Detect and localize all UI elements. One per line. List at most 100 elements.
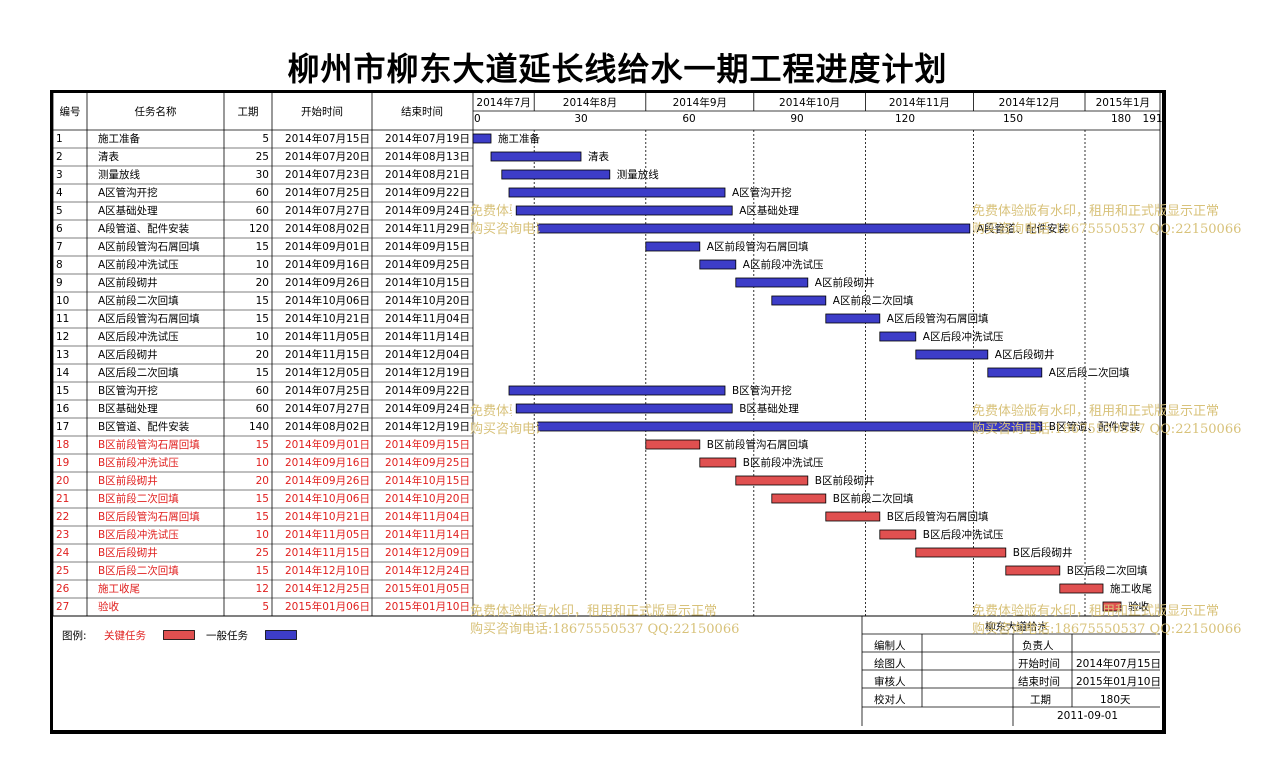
task-bar-label: B区后段砌井 [1012, 547, 1073, 559]
task-id: 8 [56, 259, 63, 271]
task-start: 2014年08月02日 [285, 223, 370, 235]
task-bar-label: B区基础处理 [739, 403, 799, 415]
task-bar-label: 验收 [1128, 601, 1149, 613]
task-bar-label: A区后段二次回填 [1048, 367, 1130, 379]
task-start: 2014年10月06日 [285, 493, 370, 505]
task-end: 2014年09月25日 [385, 457, 470, 469]
month-label: 2014年10月 [779, 97, 841, 109]
task-bar-label: A区前段管沟石屑回填 [706, 241, 809, 253]
watermark-line1: 免费体验版有水印，租用和正式版显示正常 [470, 604, 718, 619]
watermark-line2: 购买咨询电话:18675550537 QQ:22150066 [972, 422, 1242, 437]
task-id: 6 [56, 223, 63, 235]
task-end: 2015年01月10日 [385, 601, 470, 613]
task-id: 7 [56, 241, 63, 253]
task-name: A区后段砌井 [98, 349, 158, 361]
task-bar-label: A段管道、配件安装 [976, 223, 1068, 235]
header-duration: 工期 [237, 106, 259, 118]
task-name: B区后段冲洗试压 [98, 529, 179, 541]
task-start: 2014年09月16日 [285, 259, 370, 271]
editor-label: 编制人 [874, 640, 906, 652]
task-end: 2014年12月09日 [385, 547, 470, 559]
task-name: 验收 [98, 601, 119, 613]
day-tick-label: 90 [790, 113, 804, 125]
task-bar-label: B区后段二次回填 [1066, 565, 1148, 577]
normal-task-bar [515, 403, 733, 414]
critical-task-bar [771, 493, 827, 504]
normal-task-bar [879, 331, 917, 342]
task-id: 20 [56, 475, 70, 487]
critical-task-bar [645, 439, 701, 450]
day-tick-label: 150 [1002, 113, 1024, 125]
task-bar-label: A区后段管沟石屑回填 [886, 313, 989, 325]
task-start: 2014年09月26日 [285, 277, 370, 289]
header-end: 结束时间 [401, 106, 443, 118]
critical-task-bar [699, 457, 737, 468]
task-name: B区后段砌井 [98, 547, 158, 559]
month-label: 2015年1月 [1095, 97, 1150, 109]
task-bar-label: A区前段砌井 [814, 277, 875, 289]
task-id: 19 [56, 457, 70, 469]
task-id: 13 [56, 349, 70, 361]
task-duration: 15 [255, 493, 269, 505]
day-tick-label: 180 [1110, 113, 1132, 125]
task-duration: 15 [255, 565, 269, 577]
task-duration: 10 [255, 259, 269, 271]
task-end: 2014年09月15日 [385, 241, 470, 253]
reviewer-label: 审核人 [874, 676, 906, 688]
task-duration: 10 [255, 529, 269, 541]
normal-task-bar [508, 385, 726, 396]
watermark-line1: 免费体验版有水印，租用和正式版显示正常 [972, 604, 1220, 619]
day-tick-label: 0 [474, 113, 481, 125]
task-name: 清表 [98, 151, 119, 163]
normal-task-bar [490, 151, 582, 162]
watermark-line2: 购买咨询电话:18675550537 QQ:22150066 [470, 622, 740, 637]
task-bar-label: A区后段冲洗试压 [922, 331, 1004, 343]
task-end: 2015年01月05日 [385, 583, 470, 595]
task-duration: 60 [255, 205, 269, 217]
task-name: B区前段二次回填 [98, 493, 179, 505]
owner-label: 负责人 [1022, 640, 1054, 652]
task-duration: 15 [255, 241, 269, 253]
task-duration: 60 [255, 187, 269, 199]
task-duration: 15 [255, 367, 269, 379]
task-id: 14 [56, 367, 70, 379]
task-bar-label: B区后段管沟石屑回填 [886, 511, 989, 523]
task-name: A区后段二次回填 [98, 367, 179, 379]
footer-date: 2011-09-01 [1057, 710, 1119, 722]
task-id: 11 [56, 313, 70, 325]
task-end: 2014年12月19日 [385, 421, 470, 433]
task-duration: 5 [262, 133, 269, 145]
legend-normal-label: 一般任务 [206, 630, 248, 642]
task-end: 2014年08月13日 [385, 151, 470, 163]
task-duration: 5 [262, 601, 269, 613]
task-end: 2014年12月24日 [385, 565, 470, 577]
task-name: A区基础处理 [98, 205, 158, 217]
month-label: 2014年8月 [562, 97, 618, 109]
duration-label: 工期 [1030, 694, 1051, 706]
task-start: 2014年10月21日 [285, 313, 370, 325]
legend-critical-swatch [163, 630, 195, 640]
task-bar-label: A区管沟开挖 [732, 187, 792, 199]
task-duration: 12 [255, 583, 269, 595]
task-duration: 140 [248, 421, 269, 433]
task-id: 1 [56, 133, 63, 145]
watermark-line2: 购买咨询电话:18675550537 QQ:22150066 [470, 222, 540, 237]
task-id: 4 [56, 187, 63, 199]
drafter-label: 绘图人 [874, 658, 906, 670]
task-start: 2014年08月02日 [285, 421, 370, 433]
task-start: 2015年01月06日 [285, 601, 370, 613]
task-bar-label: B区前段管沟石屑回填 [706, 439, 809, 451]
task-end: 2014年10月20日 [385, 295, 470, 307]
task-id: 3 [56, 169, 63, 181]
day-tick-label: 191 [1142, 113, 1163, 125]
task-duration: 20 [255, 349, 269, 361]
task-bar-label: B区管沟开挖 [732, 385, 792, 397]
task-bar-label: B区前段砌井 [814, 475, 875, 487]
task-start: 2014年11月05日 [285, 331, 370, 343]
task-name: B区前段冲洗试压 [98, 457, 179, 469]
task-name: A区前段砌井 [98, 277, 158, 289]
task-end: 2014年11月29日 [385, 223, 470, 235]
start-value: 2014年07月15日 [1076, 658, 1161, 670]
normal-task-bar [537, 421, 1043, 432]
